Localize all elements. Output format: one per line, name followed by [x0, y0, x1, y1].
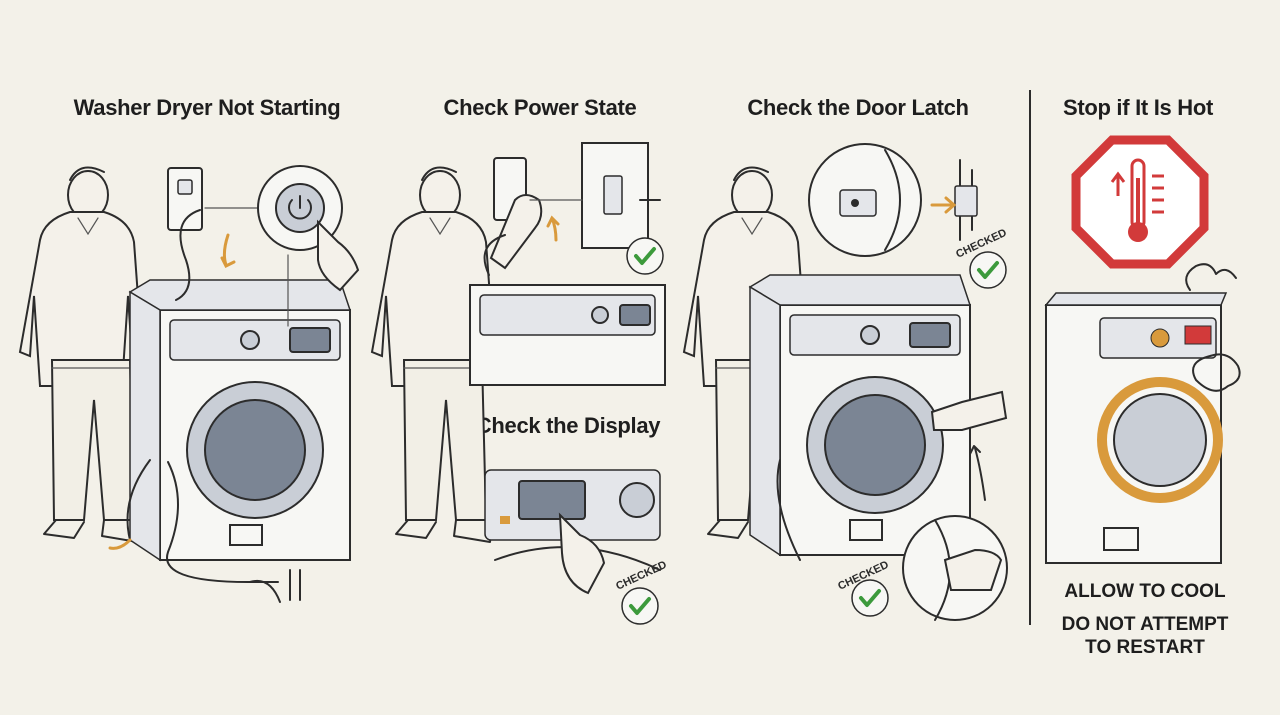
- panel-3-title: Check the Door Latch: [747, 95, 969, 120]
- plug-icon: [639, 193, 661, 207]
- check-mark-icon: [625, 236, 665, 276]
- panel-2-title: Check Power State: [443, 95, 637, 120]
- person-figure: [19, 166, 143, 543]
- wall-outlet-icon: [167, 167, 203, 231]
- check-mark-icon: [968, 250, 1008, 290]
- warning-allow-cool: ALLOW TO COOL: [1064, 581, 1226, 602]
- panel-4-title: Stop if It Is Hot: [1062, 95, 1214, 120]
- warning-to-restart: TO RESTART: [1085, 637, 1205, 658]
- panel-1-title: Washer Dryer Not Starting: [73, 95, 341, 120]
- washer-dryer: [129, 279, 351, 561]
- panel-2-subtitle: Check the Display: [475, 413, 661, 438]
- check-mark-icon: [620, 586, 660, 626]
- panel-2-illustration: [371, 142, 666, 626]
- warning-do-not-attempt: DO NOT ATTEMPT: [1061, 614, 1229, 635]
- check-mark-icon: [850, 578, 890, 618]
- panel-4-illustration: [1044, 135, 1241, 564]
- panel-3-illustration: [683, 143, 1008, 621]
- panel-1-illustration: [19, 165, 360, 603]
